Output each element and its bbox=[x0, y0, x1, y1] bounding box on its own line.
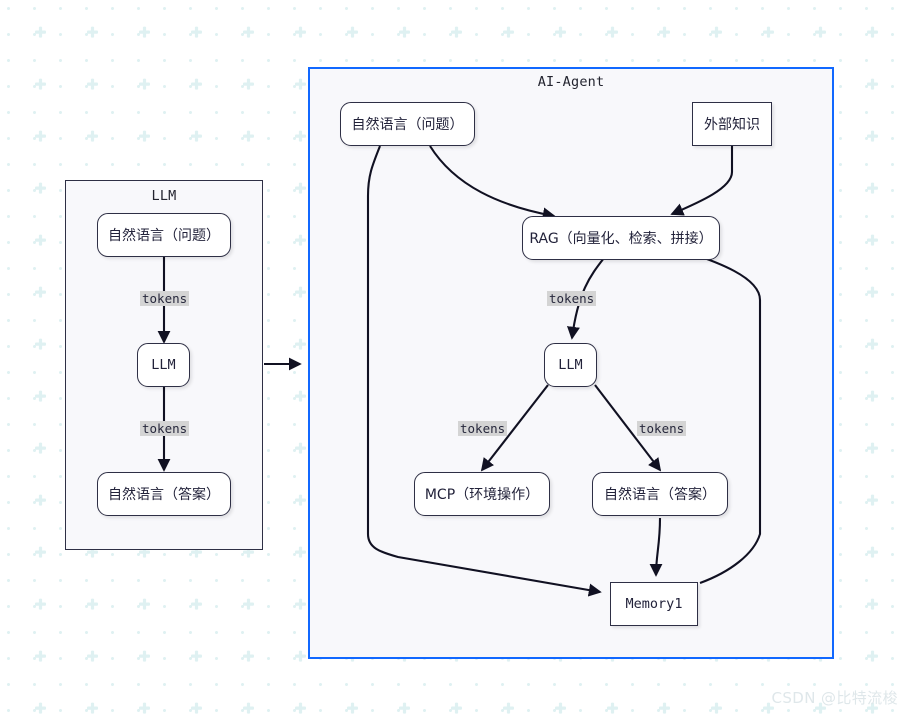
edge-label-llm-tokens-2: tokens bbox=[140, 421, 190, 436]
node-agent-llm[interactable]: LLM bbox=[544, 343, 597, 387]
node-agent-answer[interactable]: 自然语言（答案） bbox=[592, 472, 728, 516]
node-llm-answer-label: 自然语言（答案） bbox=[108, 487, 220, 503]
watermark: CSDN @比特流梭 bbox=[771, 689, 898, 707]
edge-label-text: tokens bbox=[549, 291, 595, 306]
edge-label-agent-tokens-llm-mcp: tokens bbox=[458, 421, 508, 436]
edge-label-text: tokens bbox=[639, 421, 685, 436]
node-mcp-label: MCP（环境操作） bbox=[424, 487, 540, 503]
node-llm-answer[interactable]: 自然语言（答案） bbox=[97, 472, 231, 516]
llm-panel-title: LLM bbox=[151, 188, 177, 204]
node-llm-core[interactable]: LLM bbox=[137, 343, 190, 387]
node-agent-llm-label: LLM bbox=[558, 357, 583, 373]
node-agent-answer-label: 自然语言（答案） bbox=[604, 487, 716, 503]
node-mcp[interactable]: MCP（环境操作） bbox=[414, 472, 550, 516]
node-llm-core-label: LLM bbox=[151, 357, 176, 373]
node-agent-question-label: 自然语言（问题） bbox=[351, 117, 464, 133]
edge-label-text: tokens bbox=[460, 421, 506, 436]
edge-label-agent-tokens-rag-llm: tokens bbox=[547, 291, 597, 306]
edge-label-llm-tokens-1: tokens bbox=[140, 291, 190, 306]
agent-panel-title: AI-Agent bbox=[537, 74, 605, 90]
edge-label-text: tokens bbox=[142, 291, 188, 306]
node-agent-question[interactable]: 自然语言（问题） bbox=[340, 102, 475, 146]
node-external-knowledge[interactable]: 外部知识 bbox=[692, 102, 772, 146]
node-rag[interactable]: RAG（向量化、检索、拼接） bbox=[522, 216, 720, 260]
node-memory-label: Memory1 bbox=[625, 596, 683, 612]
node-external-knowledge-label: 外部知识 bbox=[704, 117, 760, 133]
node-llm-question[interactable]: 自然语言（问题） bbox=[97, 213, 231, 257]
edge-label-agent-tokens-llm-answer: tokens bbox=[637, 421, 687, 436]
edge-label-text: tokens bbox=[142, 421, 188, 436]
node-rag-label: RAG（向量化、检索、拼接） bbox=[529, 231, 713, 247]
node-llm-question-label: 自然语言（问题） bbox=[108, 228, 220, 244]
node-memory[interactable]: Memory1 bbox=[610, 582, 698, 626]
